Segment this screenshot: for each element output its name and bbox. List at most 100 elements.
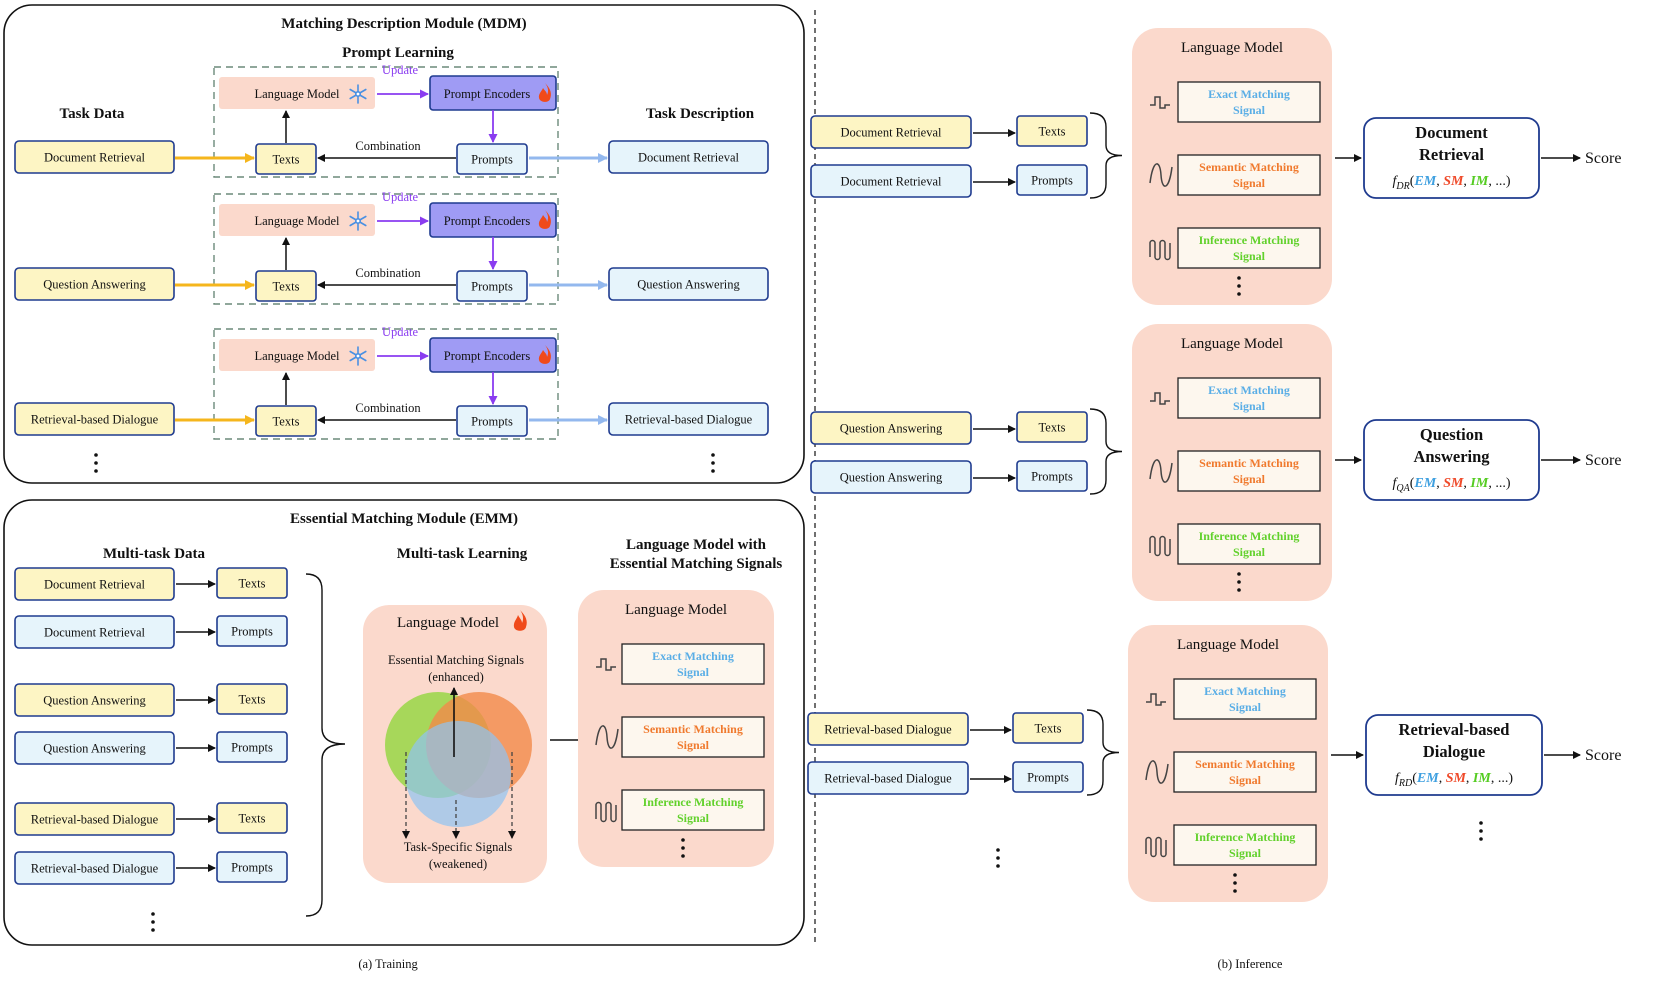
inference-texts-box-label: Texts <box>1039 421 1066 435</box>
ellipsis-dot <box>1237 588 1241 592</box>
multitask-texts-box-label: Texts <box>239 812 266 826</box>
prompt-encoders-label: Prompt Encoders <box>444 349 531 363</box>
prompts-box <box>456 143 528 175</box>
frozen-language-model-label: Language Model <box>254 349 340 363</box>
emm-data-ellipsis <box>151 912 155 932</box>
inference-task-prompts <box>810 460 972 494</box>
scoring-function-part: IM <box>1472 771 1491 786</box>
signal-wave <box>1146 693 1166 706</box>
inference-texts-box <box>1016 411 1088 443</box>
signal-wave <box>1149 535 1171 557</box>
signal-box <box>621 643 765 685</box>
signal-box <box>1173 824 1317 866</box>
prompt-learning-title: Prompt Learning <box>342 45 454 61</box>
output-title-2: Answering <box>1413 447 1490 466</box>
multitask-prompts-box <box>216 851 288 883</box>
texts-box-label: Texts <box>273 280 300 294</box>
signal-wave <box>595 725 619 749</box>
prompt-encoders-label: Prompt Encoders <box>444 214 531 228</box>
multitask-prompts-box-label: Prompts <box>231 625 273 639</box>
signal-label-2: Signal <box>1233 249 1266 263</box>
lm-signals-title-2: Essential Matching Signals <box>610 556 783 572</box>
signal-box <box>1173 751 1317 793</box>
task-description-box <box>608 402 769 436</box>
scoring-function-part: RD <box>1398 778 1413 789</box>
signal-wave <box>1149 163 1173 187</box>
scoring-function-part: f <box>1392 476 1398 491</box>
language-model-title: Language Model <box>1181 336 1283 352</box>
signal-box <box>1177 227 1321 269</box>
output-title-1: Question <box>1420 425 1483 444</box>
signal-label-1: Exact Matching <box>1208 87 1290 101</box>
signal-label-1: Semantic Matching <box>1195 757 1295 771</box>
inference-task-texts <box>807 712 969 746</box>
multitask-data-box-label: Question Answering <box>43 742 146 756</box>
update-label: Update <box>382 63 419 77</box>
ellipsis-dot <box>1233 873 1237 877</box>
texts-box-label: Texts <box>273 153 300 167</box>
scoring-function-part: f <box>1392 174 1398 189</box>
inference-signal-icon <box>1149 239 1171 261</box>
scoring-function-part: SM <box>1443 476 1464 491</box>
inference-task-texts-label: Document Retrieval <box>840 126 942 140</box>
prompts-box-label: Prompts <box>471 280 513 294</box>
prompts-box <box>456 405 528 437</box>
task-description-box-label: Retrieval-based Dialogue <box>625 413 753 427</box>
inference-prompts-box <box>1012 761 1084 793</box>
multitask-data-box <box>14 731 175 765</box>
scoring-function-part: IM <box>1469 174 1488 189</box>
multitask-texts-box <box>216 567 288 599</box>
scoring-function: fRD(EM, SM, IM, ...) <box>1395 771 1513 789</box>
combination-label: Combination <box>355 139 421 153</box>
prompt-learning-region <box>213 328 559 440</box>
signal-label-2: Signal <box>677 811 710 825</box>
scoring-function-part: SM <box>1443 174 1464 189</box>
scoring-function-part: EM <box>1413 174 1436 189</box>
scoring-function-part: EM <box>1413 476 1436 491</box>
multitask-data-box <box>14 615 175 649</box>
inference-texts-box <box>1016 115 1088 147</box>
signal-wave <box>595 801 617 823</box>
texts-box <box>255 270 317 302</box>
multitask-prompts-box <box>216 615 288 647</box>
signal-wave <box>1150 392 1170 405</box>
signal-box <box>1173 678 1317 720</box>
prompt-learning-region <box>213 66 559 178</box>
flame-shape <box>538 345 551 364</box>
mdm-ellipsis <box>94 453 715 473</box>
output-title-1: Retrieval-based <box>1399 720 1510 739</box>
snowflake-core <box>354 352 362 360</box>
signal-box <box>621 789 765 831</box>
signal-label-1: Inference Matching <box>643 795 744 809</box>
multitask-prompts-box-label: Prompts <box>231 861 273 875</box>
scoring-function-part: , <box>1439 771 1446 786</box>
frozen-language-model <box>219 204 375 236</box>
scoring-function-part: QA <box>1396 483 1410 494</box>
signal-wave <box>1145 836 1167 858</box>
signal-label-2: Signal <box>1229 773 1262 787</box>
ellipsis-dot <box>1237 276 1241 280</box>
texts-box <box>255 143 317 175</box>
semantic-signal-icon <box>595 725 619 749</box>
language-model-title: Language Model <box>1181 40 1283 56</box>
signal-label-2: Signal <box>1233 103 1266 117</box>
inference-task-prompts-label: Question Answering <box>840 471 943 485</box>
ellipsis-dot <box>1233 881 1237 885</box>
texts-box-label: Texts <box>273 415 300 429</box>
scoring-function-part: , ...) <box>1488 174 1511 189</box>
ellipsis-dot <box>681 838 685 842</box>
multitask-texts-box-label: Texts <box>239 693 266 707</box>
inference-ellipsis <box>996 821 1483 868</box>
snowflake-core <box>354 217 362 225</box>
scoring-function-part: ( <box>1410 174 1415 189</box>
scoring-function-part: , <box>1436 476 1443 491</box>
scoring-function-part: , <box>1463 476 1470 491</box>
exact-signal-icon <box>1150 96 1170 109</box>
scoring-function-part: EM <box>1416 771 1439 786</box>
signal-box <box>621 716 765 758</box>
flame-icon <box>513 610 527 631</box>
signal-wave <box>596 658 616 671</box>
scoring-function-part: f <box>1395 771 1401 786</box>
